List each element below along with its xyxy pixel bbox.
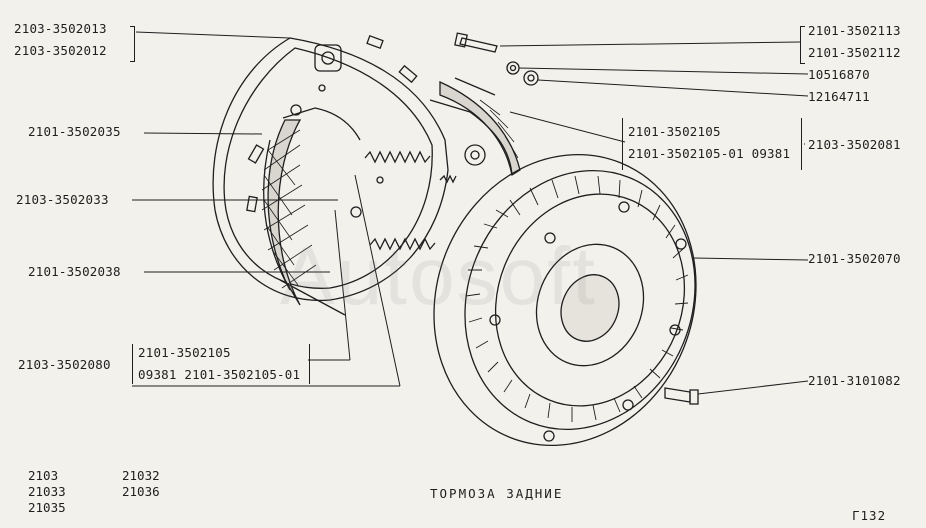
part-number-label: 2101-3502038 xyxy=(28,264,121,279)
model-code: 21035 xyxy=(28,500,66,515)
brake-shoe-left xyxy=(261,107,361,316)
part-number-label: 12164711 xyxy=(808,89,870,104)
model-code: 21036 xyxy=(122,484,160,499)
part-number-label: 2101-3502105 xyxy=(138,345,231,360)
model-list-col2: 21032 21036 xyxy=(122,468,160,500)
model-code: 21032 xyxy=(122,468,160,483)
part-number-label: 2101-3502035 xyxy=(28,124,121,139)
brake-drum xyxy=(433,153,697,447)
part-number-label: 2103-3502012 xyxy=(14,43,107,58)
part-number-label: 2101-3101082 xyxy=(808,373,901,388)
sheet-number: Г132 xyxy=(852,508,887,523)
part-number-label: 10516870 xyxy=(808,67,870,82)
bracket xyxy=(800,26,805,64)
backing-plate xyxy=(212,35,449,302)
part-number-label: 2101-3502070 xyxy=(808,251,901,266)
model-code: 21033 xyxy=(28,484,66,499)
springs xyxy=(364,150,457,251)
brake-shoe-right xyxy=(429,77,521,177)
part-number-label: 2101-3502113 xyxy=(808,23,901,38)
model-list-col1: 2103 21033 21035 xyxy=(28,468,66,516)
bracket xyxy=(130,26,135,62)
part-number-label: 2101-3502112 xyxy=(808,45,901,60)
part-number-label: 2103-3502013 xyxy=(14,21,107,36)
part-number-label: 2103-3502080 xyxy=(18,357,111,372)
bracket xyxy=(622,118,802,170)
bolt-and-nuts xyxy=(454,32,539,86)
diagram-title: ТОРМОЗА ЗАДНИЕ xyxy=(430,486,564,501)
model-code: 2103 xyxy=(28,468,59,483)
part-number-label: 2103-3502033 xyxy=(16,192,109,207)
bracket xyxy=(132,344,310,384)
part-number-label: 09381 2101-3502105-01 xyxy=(138,367,301,382)
watermark: Autosoft xyxy=(280,231,597,322)
part-number-label: 2101-3502105-01 09381 xyxy=(628,146,791,161)
part-number-label: 2101-3502105 xyxy=(628,124,721,139)
part-number-label: 2103-3502081 xyxy=(808,137,901,152)
bleeder-pin xyxy=(664,387,699,405)
leader-lines xyxy=(132,31,809,395)
